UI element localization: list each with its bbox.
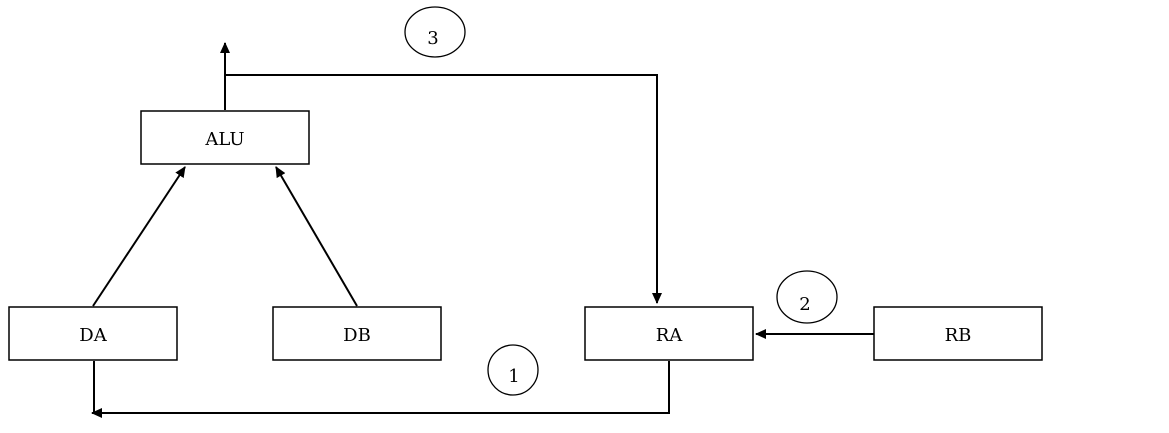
step-marker-3: 3 (404, 6, 466, 58)
step-marker-1: 1 (487, 344, 539, 396)
node-alu-label: ALU (204, 129, 244, 150)
node-da: DA (8, 306, 178, 361)
node-rb-label: RB (945, 325, 972, 346)
node-alu: ALU (140, 110, 310, 165)
step-3-label: 3 (427, 28, 438, 49)
node-db-label: DB (343, 325, 371, 346)
arrow-db-to-alu (275, 166, 358, 307)
step-marker-2: 2 (776, 270, 838, 324)
wire-ra-to-da (93, 361, 670, 414)
step-1-label: 1 (508, 366, 519, 387)
node-db: DB (272, 306, 442, 361)
arrow-alu-to-ra (225, 74, 662, 304)
node-ra-label: RA (656, 325, 684, 346)
node-da-label: DA (79, 325, 107, 346)
node-ra: RA (584, 306, 754, 361)
node-rb: RB (873, 306, 1043, 361)
step-2-label: 2 (799, 294, 810, 315)
arrow-da-to-alu (92, 166, 186, 307)
